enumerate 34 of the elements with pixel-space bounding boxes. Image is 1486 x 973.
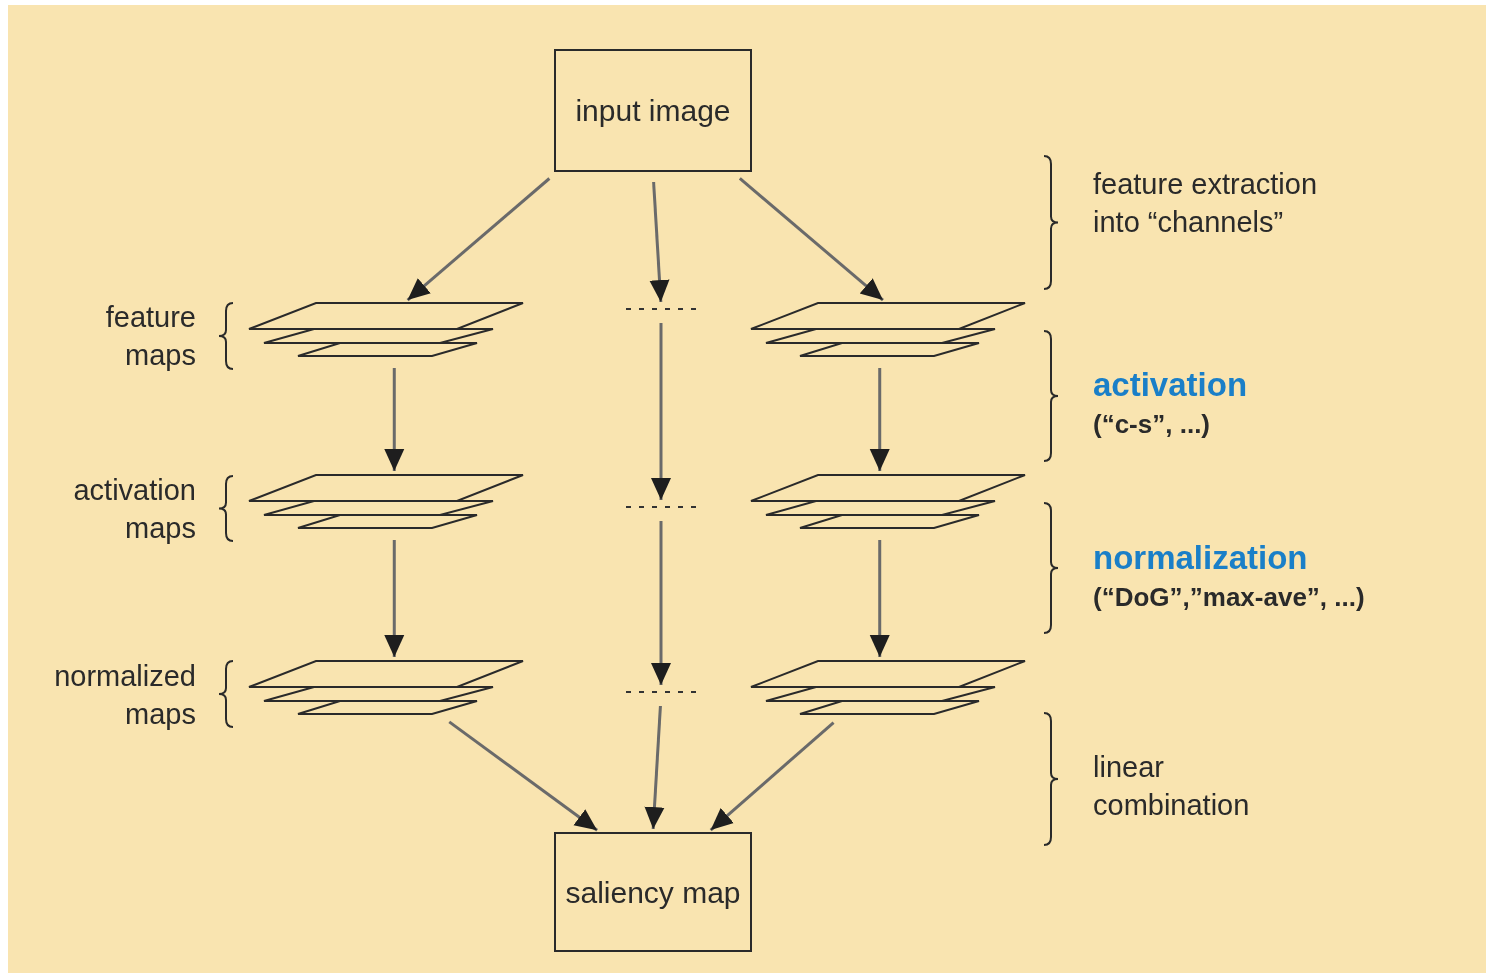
stacked-maps-drawing — [248, 474, 524, 530]
arrow — [869, 540, 890, 657]
step-method: (“c-s”, ...) — [1093, 408, 1211, 440]
step-description: feature extraction into “channels” — [1093, 167, 1319, 240]
process-box — [554, 49, 752, 172]
arrow — [384, 368, 405, 471]
dotted-line — [624, 503, 698, 511]
arrow — [406, 177, 551, 302]
dotted-line — [624, 688, 698, 696]
stacked-maps-drawing — [750, 660, 1026, 716]
stacked-maps-drawing — [248, 660, 524, 716]
arrow — [649, 181, 670, 303]
dotted-line — [624, 305, 698, 313]
arrow — [644, 705, 665, 830]
box-label: saliency map — [565, 874, 741, 911]
row-label: feature maps — [104, 300, 196, 373]
arrow — [738, 177, 884, 302]
row-label: normalized maps — [53, 659, 196, 732]
step-heading: normalization — [1093, 539, 1309, 577]
arrow — [651, 323, 671, 500]
step-description: linear combination — [1093, 750, 1251, 823]
arrow — [651, 521, 671, 685]
stacked-maps-drawing — [750, 302, 1026, 358]
step-heading: activation — [1093, 366, 1249, 404]
arrow — [869, 368, 890, 471]
arrow — [448, 720, 598, 832]
process-box — [554, 832, 752, 952]
stacked-maps-drawing — [750, 474, 1026, 530]
step-method: (“DoG”,”max-ave”, ...) — [1093, 581, 1366, 613]
arrow — [709, 721, 835, 832]
stacked-maps-drawing — [248, 302, 524, 358]
row-label: activation maps — [72, 473, 196, 546]
arrow — [384, 540, 405, 657]
box-label: input image — [575, 93, 731, 129]
